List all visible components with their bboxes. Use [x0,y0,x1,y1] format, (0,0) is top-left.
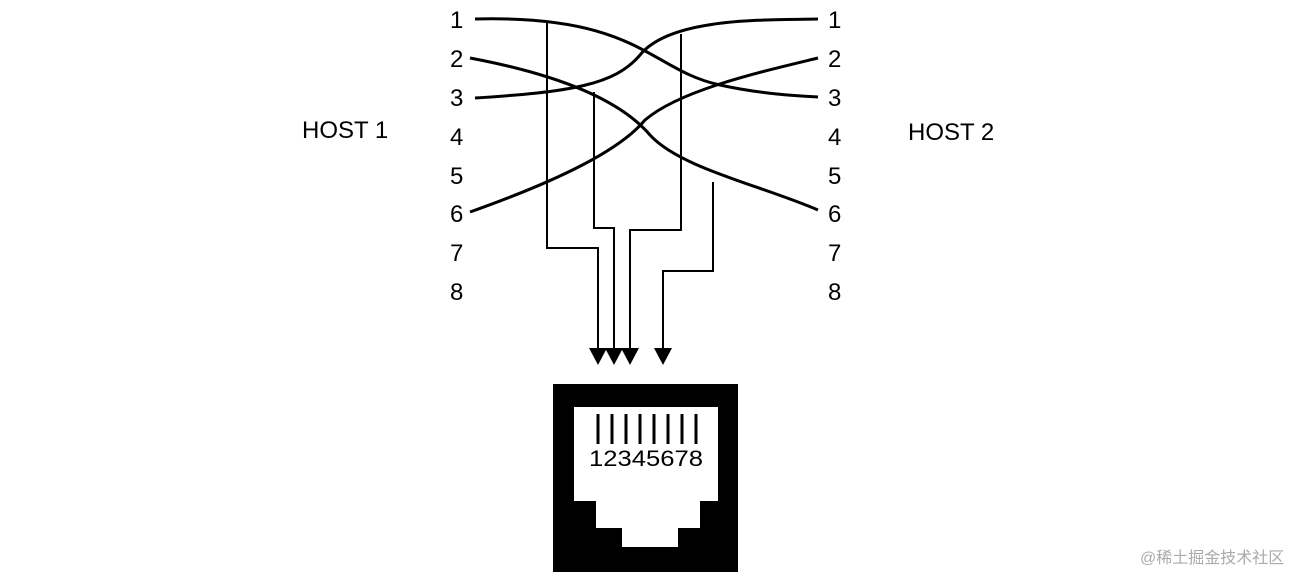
wire-left1-to-right3 [474,17,819,99]
left-pin-6: 6 [450,201,463,228]
right-pin-1: 1 [828,7,841,34]
arrow-pin-3 [621,348,639,365]
left-pin-7: 7 [450,240,463,267]
crossover-wires [469,17,819,214]
right-pin-7: 7 [828,240,841,267]
left-pin-3: 3 [450,85,463,112]
left-pin-list: 1 2 3 4 5 6 7 8 [450,7,463,306]
left-pin-8: 8 [450,279,463,306]
right-pin-8: 8 [828,279,841,306]
jack-pin-numbers: 12345678 [589,446,703,471]
tap-trace-pin-1 [546,22,599,348]
wire-left6-to-right2 [469,56,819,214]
left-pin-2: 2 [450,46,463,73]
tap-trace-pin-6 [662,182,714,348]
rj45-jack: 12345678 [553,384,738,572]
jack-arrows [589,348,672,365]
host-2-label: HOST 2 [908,119,994,146]
jack-contact-pins [596,414,698,444]
right-pin-4: 4 [828,124,841,151]
right-pin-list: 1 2 3 4 5 6 7 8 [828,7,841,306]
right-pin-2: 2 [828,46,841,73]
wire-left2-to-right6 [469,56,819,212]
left-pin-4: 4 [450,124,463,151]
arrow-pin-2 [605,348,623,365]
wire-left3-to-right1 [474,17,819,100]
watermark-text: @稀土掘金技术社区 [1140,549,1284,567]
left-pin-5: 5 [450,163,463,190]
right-pin-5: 5 [828,163,841,190]
arrow-pin-6 [654,348,672,365]
right-pin-3: 3 [828,85,841,112]
left-pin-1: 1 [450,7,463,34]
host-1-label: HOST 1 [302,117,388,144]
jack-tap-traces [546,22,714,348]
arrow-pin-1 [589,348,607,365]
right-pin-6: 6 [828,201,841,228]
tap-trace-pin-3 [629,34,682,348]
tap-trace-pin-2 [593,92,615,348]
